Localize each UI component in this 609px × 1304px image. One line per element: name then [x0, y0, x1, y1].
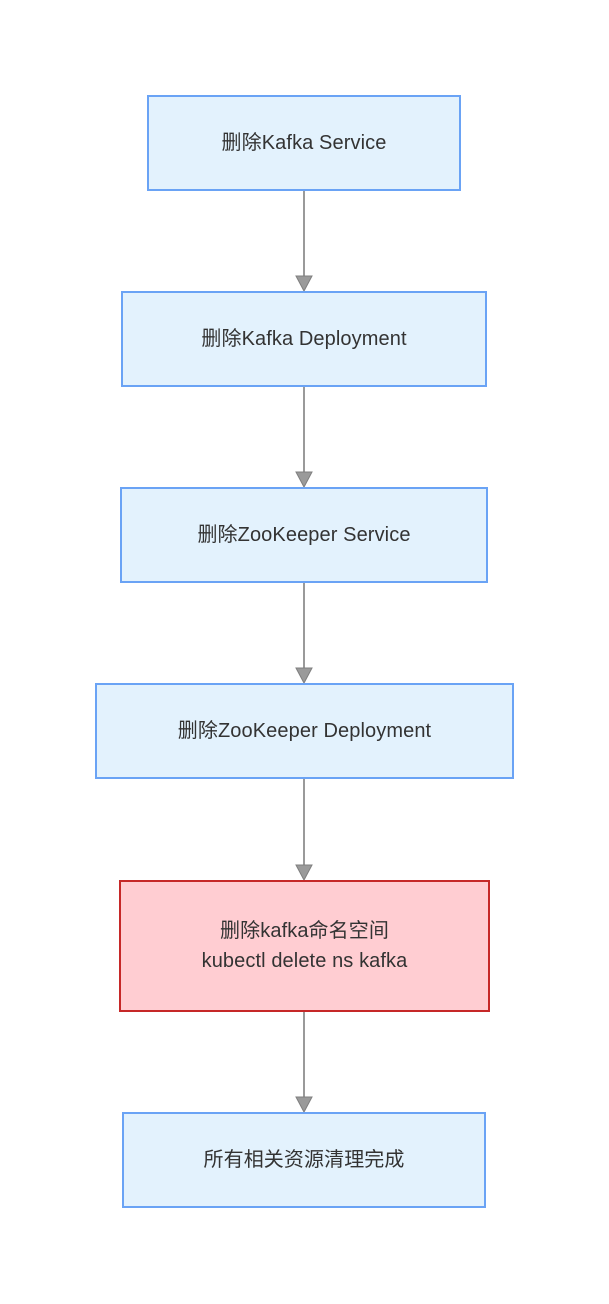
flow-edge-e1	[295, 191, 313, 293]
flow-node-n2[interactable]: 删除Kafka Deployment	[121, 291, 487, 387]
flow-edge-e2	[295, 387, 313, 489]
flow-node-n6[interactable]: 所有相关资源清理完成	[122, 1112, 486, 1208]
edge-arrowhead-icon	[295, 471, 313, 489]
edge-arrowhead-icon	[295, 1096, 313, 1114]
flow-node-label: 删除Kafka Deployment	[201, 328, 407, 350]
flow-edge-e4	[295, 779, 313, 882]
edge-arrowhead-icon	[295, 667, 313, 685]
flow-node-label: 删除ZooKeeper Service	[197, 524, 411, 546]
edge-arrowhead-icon	[295, 275, 313, 293]
flow-node-n4[interactable]: 删除ZooKeeper Deployment	[95, 683, 514, 779]
flow-edge-e5	[295, 1012, 313, 1114]
flow-node-n3[interactable]: 删除ZooKeeper Service	[120, 487, 488, 583]
flow-node-label: 删除kafka命名空间	[220, 920, 389, 942]
flow-node-label: 删除Kafka Service	[221, 132, 387, 154]
flow-node-label: 所有相关资源清理完成	[203, 1149, 405, 1171]
flow-node-n1[interactable]: 删除Kafka Service	[147, 95, 461, 191]
flow-node-label: kubectl delete ns kafka	[201, 950, 408, 972]
flow-node-label: 删除ZooKeeper Deployment	[177, 720, 432, 742]
edge-arrowhead-icon	[295, 864, 313, 882]
flow-edge-e3	[295, 583, 313, 685]
flow-node-n5[interactable]: 删除kafka命名空间 kubectl delete ns kafka	[119, 880, 490, 1012]
